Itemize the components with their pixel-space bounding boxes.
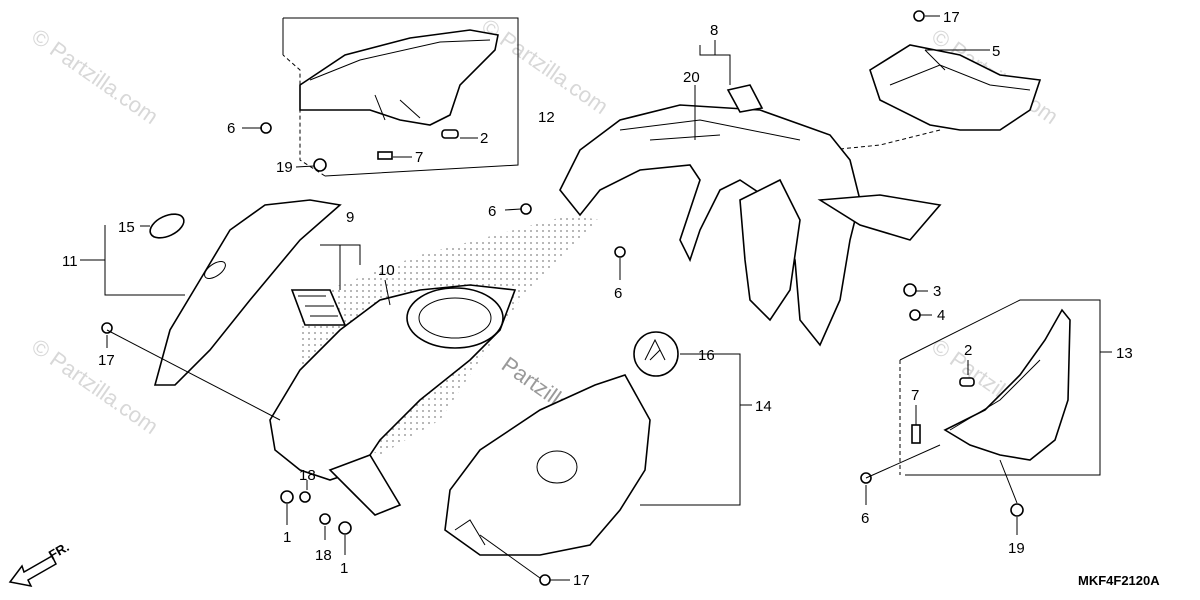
callout-15: 15 [118, 219, 135, 236]
fuel-tank-side-cover-left [153, 199, 342, 386]
tag-7a [377, 151, 393, 160]
callout-7-right: 7 [911, 387, 919, 404]
leader-lines [80, 15, 1112, 581]
callout-19-right: 19 [1008, 540, 1025, 557]
callout-17-left: 17 [98, 352, 115, 369]
front-arrow: FR. [8, 539, 72, 588]
center-cover-inner [739, 178, 801, 322]
callout-14: 14 [755, 398, 772, 415]
callout-16: 16 [698, 347, 715, 364]
callout-1-left: 1 [283, 529, 291, 546]
callout-2-right: 2 [964, 342, 972, 359]
callout-13: 13 [1116, 345, 1133, 362]
fuel-tank-side-cover-right [444, 374, 651, 556]
damper-2b [959, 377, 975, 387]
watermark: © Partzilla.com [27, 334, 163, 440]
assembly-box-13 [899, 299, 1101, 476]
callout-1-right: 1 [340, 560, 348, 577]
watermark: © Partzilla.com [477, 14, 613, 120]
callout-9: 9 [346, 209, 354, 226]
callout-7-left: 7 [415, 149, 423, 166]
rear-lower-bracket [817, 194, 942, 241]
emblem-15 [149, 213, 185, 239]
meter-bracket [869, 44, 1042, 131]
diagram-code: MKF4F2120A [1078, 573, 1160, 588]
upper-side-cover [299, 29, 499, 126]
callout-8: 8 [710, 22, 718, 39]
center-cover [559, 104, 861, 347]
callout-6-upper: 6 [227, 120, 235, 137]
callout-3: 3 [933, 283, 941, 300]
callout-18-upper: 18 [299, 467, 316, 484]
fuel-cap-opening [406, 287, 504, 349]
callout-4: 4 [937, 307, 945, 324]
callout-19-left: 19 [276, 159, 293, 176]
callout-5: 5 [992, 43, 1000, 60]
fasteners [101, 10, 1024, 586]
assembly-box-12 [282, 17, 519, 177]
callout-labels: 6 19 2 7 12 6 6 8 20 17 5 3 4 9 10 15 11… [62, 9, 1133, 589]
callout-6-right: 6 [861, 510, 869, 527]
callout-11: 11 [62, 253, 78, 270]
callout-6-center: 6 [488, 203, 496, 220]
damper-2a [441, 129, 459, 139]
watermark: © Partzilla.com [27, 24, 163, 130]
small-sticker [726, 84, 764, 113]
front-arrow-icon [8, 554, 57, 588]
callout-17-bottom: 17 [573, 572, 590, 589]
callout-6-lower: 6 [614, 285, 622, 302]
callout-12: 12 [538, 109, 555, 126]
callout-20: 20 [683, 69, 700, 86]
callout-18-lower: 18 [315, 547, 332, 564]
tank-lower-bracket [328, 454, 402, 516]
callout-2-left: 2 [480, 130, 488, 147]
tag-7b [911, 424, 921, 444]
side-cover-lower [943, 308, 1071, 461]
callout-10: 10 [378, 262, 395, 279]
callout-17-top: 17 [943, 9, 960, 26]
